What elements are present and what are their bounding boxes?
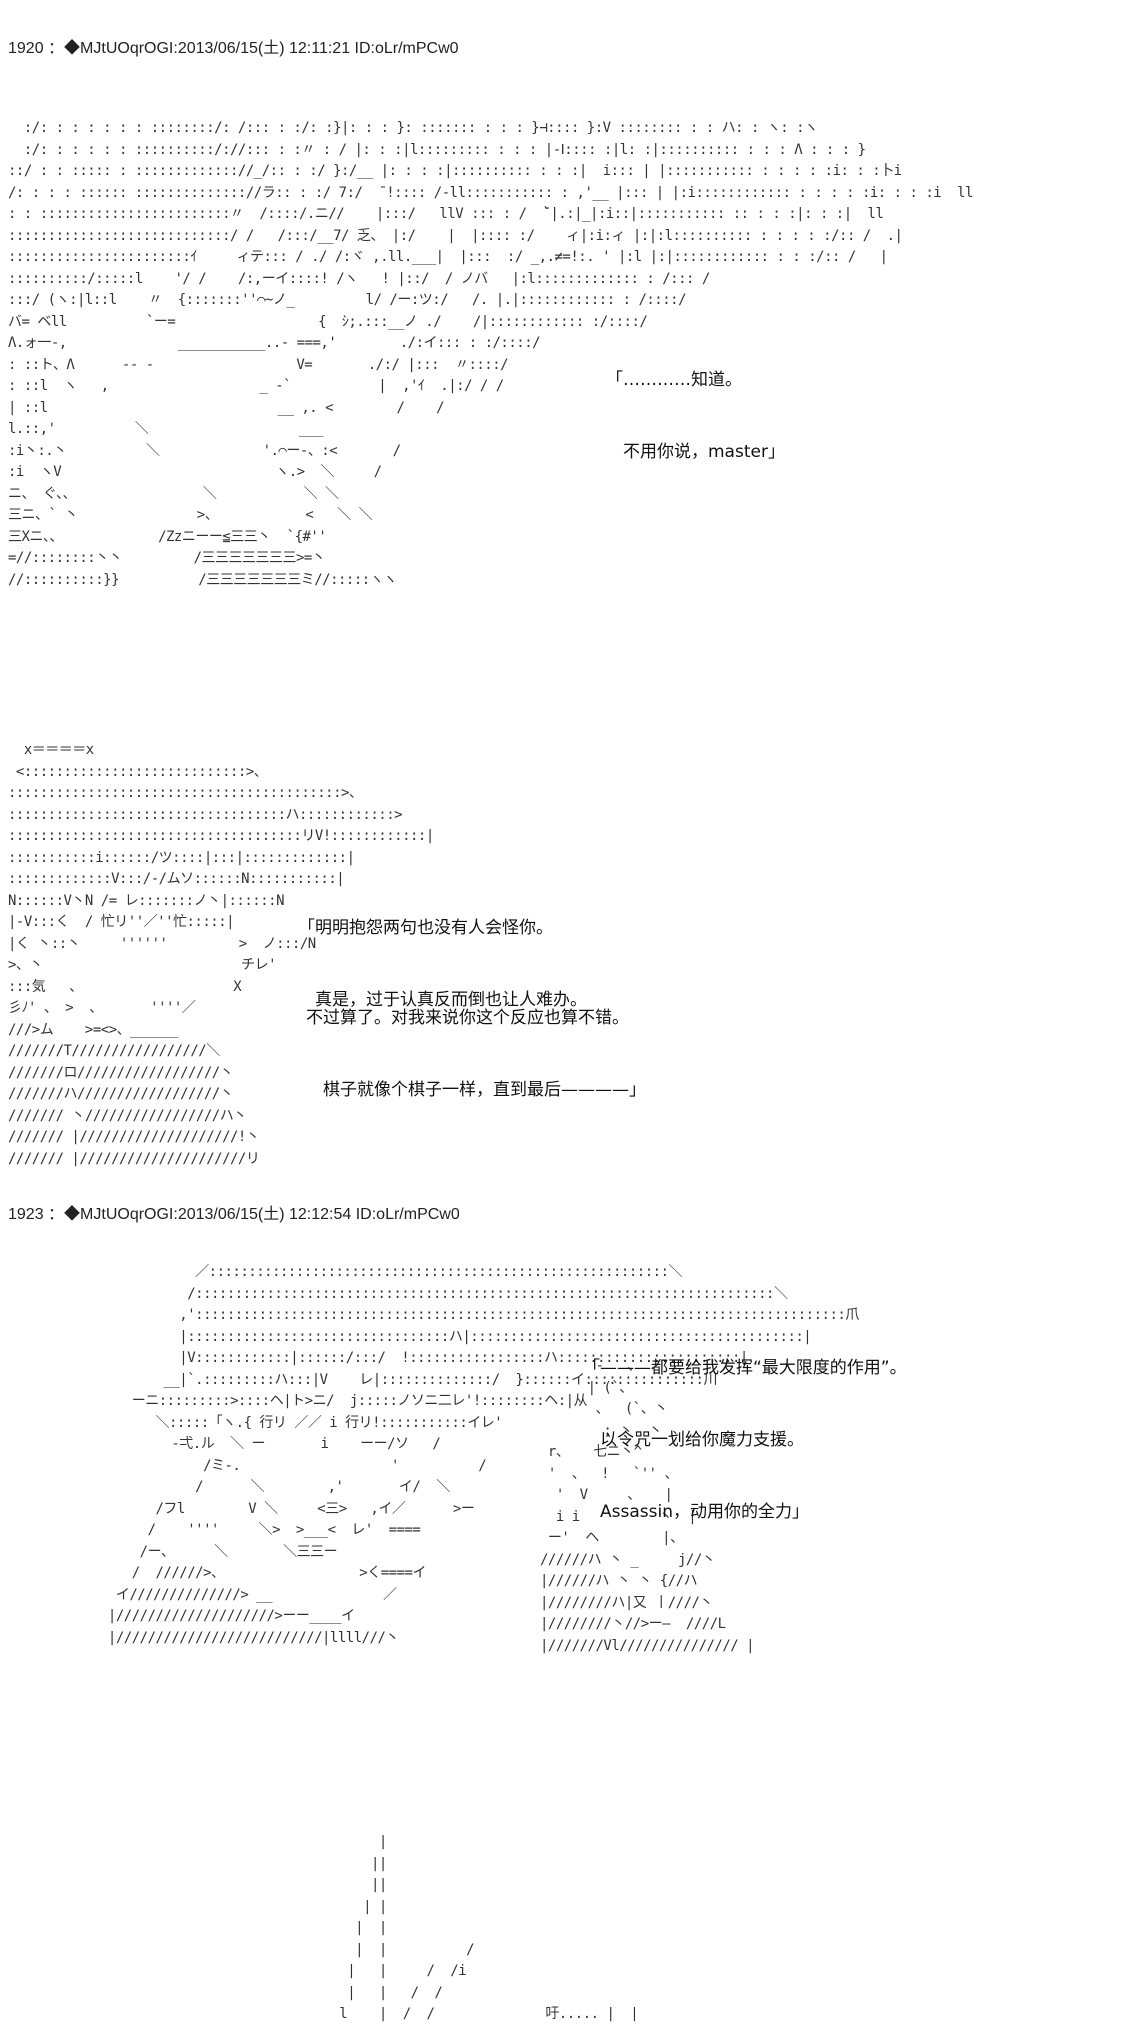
dialogue-3-line-1: 「———都要给我发挥“最大限度的作用”。 — [583, 1358, 907, 1378]
post-header-1920: 1920 ：◆MJtUOqrOGI:2013/06/15(土) 12:11:21… — [8, 40, 459, 57]
dialogue-2a: 「明明抱怨两句也没有人会怪你。 真是，过于认真反而倒也让人难办。 — [298, 868, 587, 1036]
dialogue-2a-line-1: 「明明抱怨两句也没有人会怪你。 — [298, 918, 553, 938]
ascii-art-figure-2: x＝＝＝＝x <::::::::::::::::::::::::::::>、 :… — [8, 742, 434, 1167]
ascii-art-figure-3-right: - 、 | (`、 、 (`、丶 ; 丶 丶 r、 七ニ丶^ ' 、 ! `''… — [540, 1358, 755, 1654]
dialogue-1: 「…………知道。 不用你说，master」 — [606, 320, 785, 488]
post-header-1923: 1923 ：◆MJtUOqrOGI:2013/06/15(土) 12:12:54… — [8, 1206, 460, 1223]
dialogue-2b: 不过算了。对我来说你这个反应也算不错。 棋子就像个棋子一样，直到最后————」 — [306, 958, 646, 1126]
ascii-art-figure-1: :/: : : : : : : ::::::::/: /::: : :/: :}… — [8, 120, 973, 588]
dialogue-2b-line-1: 不过算了。对我来说你这个反应也算不错。 — [306, 1008, 629, 1028]
dialogue-1-line-1: 「…………知道。 — [606, 370, 742, 390]
dialogue-1-line-2: 不用你说，master」 — [606, 442, 785, 462]
ascii-art-figure-4: | || || | | | | | | / | | / /i | | / / l… — [339, 1834, 639, 2022]
dialogue-2b-line-2: 棋子就像个棋子一样，直到最后————」 — [306, 1080, 646, 1100]
dialogue-3: 「———都要给我发挥“最大限度的作用”。 以令咒一划给你魔力支援。 Assass… — [583, 1308, 907, 1548]
dialogue-2a-line-2: 真是，过于认真反而倒也让人难办。 — [298, 990, 587, 1010]
dialogue-3-line-3: Assassin，动用你的全力」 — [583, 1502, 809, 1522]
dialogue-3-line-2: 以令咒一划给你魔力支援。 — [583, 1430, 804, 1450]
ascii-art-figure-3: ／:::::::::::::::::::::::::::::::::::::::… — [107, 1264, 859, 1646]
